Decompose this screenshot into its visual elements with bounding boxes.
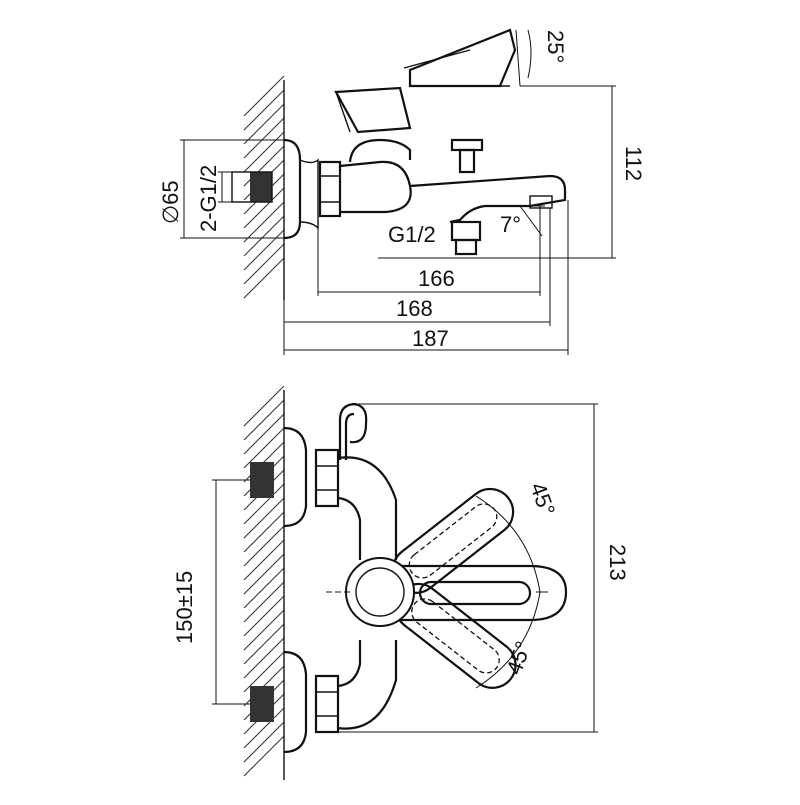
hatch-line: [243, 483, 285, 525]
label-angle-25: 25°: [543, 30, 568, 63]
hatch-line: [243, 735, 285, 777]
spout-top: [409, 174, 567, 224]
hatch-line: [243, 623, 285, 665]
body-lower-curve: [337, 640, 398, 730]
upper-flange: [283, 426, 308, 528]
hatch-line: [243, 707, 285, 749]
inlet-thread-top: [231, 171, 273, 203]
label-112: 112: [621, 146, 646, 181]
lever-tilted: [408, 28, 517, 88]
hatch-line: [243, 595, 285, 637]
hatch-line: [243, 103, 285, 145]
nut-top: [318, 160, 342, 218]
label-thread-inlet: 2-G1/2: [196, 165, 221, 232]
hatch-line: [243, 525, 285, 567]
mixer-body-top: [339, 160, 412, 214]
outlet-connector: [450, 220, 482, 242]
front-view: 213 150±15 45° 45°: [172, 385, 630, 780]
hatch-line: [243, 497, 285, 539]
label-thread-outlet: G1/2: [388, 222, 436, 247]
lower-flange: [283, 650, 308, 754]
side-view: 187 168 166 G1/2 7° 112 25° ∅65 2-G1/2: [158, 28, 646, 355]
hatch-line: [243, 117, 285, 159]
upper-nut: [314, 448, 340, 508]
label-168: 168: [396, 296, 433, 321]
label-187: 187: [412, 326, 449, 351]
hatch-line: [243, 721, 285, 763]
label-diameter: ∅65: [158, 180, 183, 224]
spout-aerator: [529, 195, 553, 209]
hatch-line: [243, 581, 285, 623]
hatch-line: [243, 413, 285, 455]
hatch-line: [243, 511, 285, 553]
hatch-line: [243, 637, 285, 679]
label-angle-45-top: 45°: [525, 479, 560, 519]
hatch-line: [243, 609, 285, 651]
hatch-line: [243, 201, 285, 243]
lever-main: [378, 564, 568, 622]
hatch-line: [243, 427, 285, 469]
hatch-line: [243, 75, 285, 117]
label-213: 213: [605, 544, 630, 581]
hatch-line: [243, 89, 285, 131]
lower-inlet-stub: [250, 686, 274, 722]
lower-nut: [314, 674, 340, 734]
hatch-line: [243, 243, 285, 285]
label-angle-45-bottom: 45°: [501, 638, 536, 678]
wall-flange-top: [283, 138, 302, 240]
shower-hook: [338, 402, 357, 460]
hatch-line: [243, 257, 285, 299]
flange-neck: [299, 158, 319, 230]
inlet-stub-top: [250, 172, 272, 202]
diverter-knob: [450, 138, 484, 152]
outlet-thread: [454, 238, 478, 256]
arc-45-top: [475, 495, 541, 593]
hatch-line: [243, 131, 285, 173]
label-angle-7: 7°: [500, 212, 521, 237]
label-150: 150±15: [172, 571, 197, 644]
lever-handle-top: [334, 86, 412, 134]
hatch-line: [243, 187, 285, 229]
cartridge-cap-inner: [355, 567, 405, 617]
hatch-line: [243, 229, 285, 271]
hatch-line: [243, 385, 285, 427]
lever-slot: [418, 580, 532, 606]
hatch-line: [243, 539, 285, 581]
hatch-line: [243, 553, 285, 595]
label-166: 166: [418, 266, 455, 291]
mixer-neck-top: [348, 138, 412, 163]
hatch-line: [243, 651, 285, 693]
hatch-line: [243, 567, 285, 609]
arc-45-bottom: [475, 591, 541, 689]
hatch-line: [243, 215, 285, 257]
hatch-line: [243, 399, 285, 441]
body-upper-curve: [337, 456, 398, 560]
upper-inlet-stub: [250, 462, 274, 498]
